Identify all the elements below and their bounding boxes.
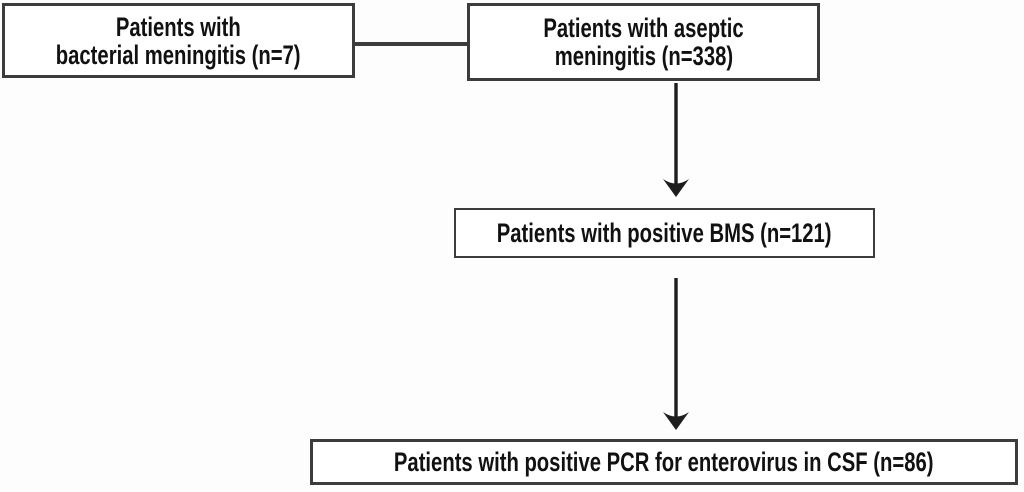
node-label-line: bacterial meningitis (n=7) [56,39,301,70]
node-positive-pcr: Patients with positive PCR for enterovir… [310,439,1018,485]
node-aseptic-meningitis: Patients with aseptic meningitis (n=338) [467,3,820,81]
node-bacterial-meningitis: Patients with bacterial meningitis (n=7) [2,3,355,78]
arrowhead-down-icon [663,412,689,430]
node-label-line: Patients with aseptic [543,13,744,43]
node-positive-bms: Patients with positive BMS (n=121) [454,208,875,258]
node-label-line: Patients with [116,11,241,42]
node-label-line: Patients with positive PCR for enterovir… [394,447,934,477]
arrowhead-down-icon [663,179,689,197]
node-label-line: meningitis (n=338) [554,41,733,71]
node-label-line: Patients with positive BMS (n=121) [497,218,832,248]
